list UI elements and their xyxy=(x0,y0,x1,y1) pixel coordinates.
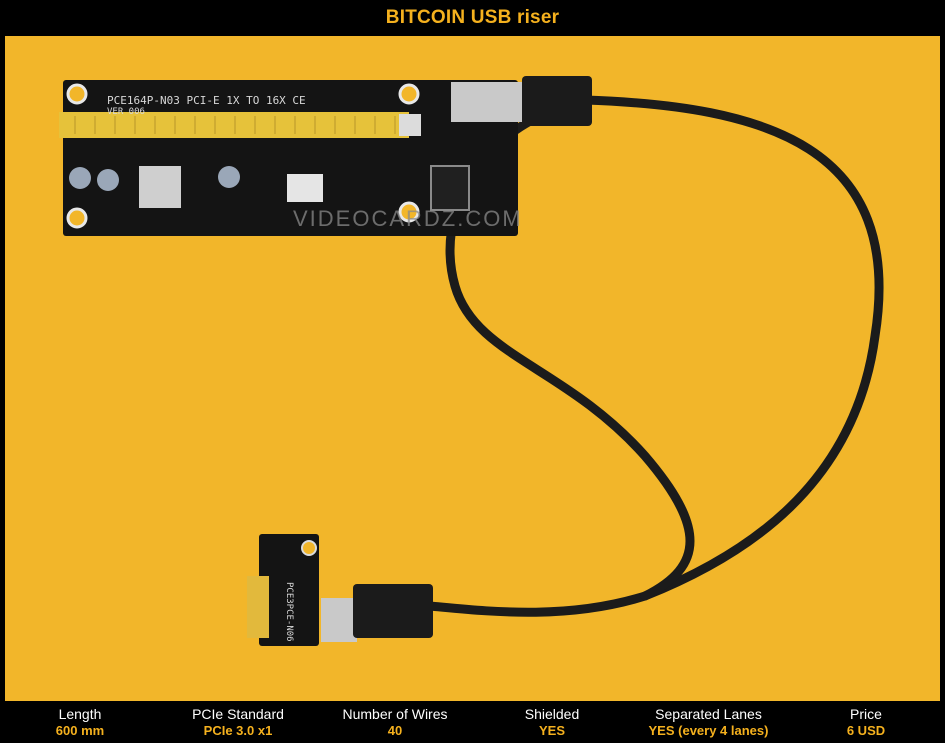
slot-latch xyxy=(399,114,421,136)
capacitor xyxy=(218,166,240,188)
spec-price: Price 6 USD xyxy=(787,702,945,743)
spec-label: Number of Wires xyxy=(342,706,448,722)
usb-plug xyxy=(522,76,592,126)
x1-gold-fingers xyxy=(247,576,269,638)
board-sublabel: VER 006 xyxy=(107,107,145,117)
spec-value: YES (every 4 lanes) xyxy=(648,723,769,738)
spec-separated-lanes: Separated Lanes YES (every 4 lanes) xyxy=(630,702,787,743)
power-connector xyxy=(430,165,470,211)
pcie-x16-slot xyxy=(59,112,409,138)
spec-label: Shielded xyxy=(524,706,580,722)
adapter-usb-plug xyxy=(353,584,433,638)
spec-label: Length xyxy=(58,706,102,722)
spec-label: Separated Lanes xyxy=(655,706,762,722)
spec-pcie-standard: PCIe Standard PCIe 3.0 x1 xyxy=(160,702,316,743)
spec-shielded: Shielded YES xyxy=(474,702,630,743)
usb-cable xyxy=(425,95,884,617)
spec-value: 600 mm xyxy=(55,723,105,738)
spec-label: PCIe Standard xyxy=(192,706,284,722)
slot-pins xyxy=(74,116,396,134)
capacitor xyxy=(69,167,91,189)
controller-chip xyxy=(287,174,323,202)
mount-hole xyxy=(398,201,420,223)
spec-value: 6 USD xyxy=(846,723,886,738)
spec-length: Length 600 mm xyxy=(0,702,160,743)
spec-value: YES xyxy=(538,723,565,738)
spec-value: 40 xyxy=(387,723,403,738)
board-silkscreen: PCE164P-N03 PCI-E 1X TO 16X CE xyxy=(107,94,306,107)
product-photo: PCE164P-N03 PCI-E 1X TO 16X CE VER 006 V… xyxy=(5,36,940,701)
capacitor xyxy=(97,169,119,191)
spec-label: Price xyxy=(850,706,882,722)
spec-bar: Length 600 mm PCIe Standard PCIe 3.0 x1 … xyxy=(0,702,945,743)
mount-hole xyxy=(398,83,420,105)
mount-hole xyxy=(66,207,88,229)
mount-hole xyxy=(66,83,88,105)
regulator-chip xyxy=(139,166,181,208)
usb-port xyxy=(451,82,523,122)
title-bar: BITCOIN USB riser xyxy=(0,0,945,36)
adapter-mount-hole xyxy=(301,540,317,556)
x1-adapter-board xyxy=(259,534,319,646)
adapter-silkscreen: PCE3PCE-N06 xyxy=(284,582,294,642)
spec-value: PCIe 3.0 x1 xyxy=(203,723,273,738)
adapter-usb-port xyxy=(321,598,357,642)
page-title: BITCOIN USB riser xyxy=(385,7,560,28)
spec-number-of-wires: Number of Wires 40 xyxy=(316,702,474,743)
usb-riser-illustration: PCE164P-N03 PCI-E 1X TO 16X CE VER 006 V… xyxy=(59,76,884,646)
watermark: VIDEOCARDZ.COM xyxy=(293,206,523,231)
